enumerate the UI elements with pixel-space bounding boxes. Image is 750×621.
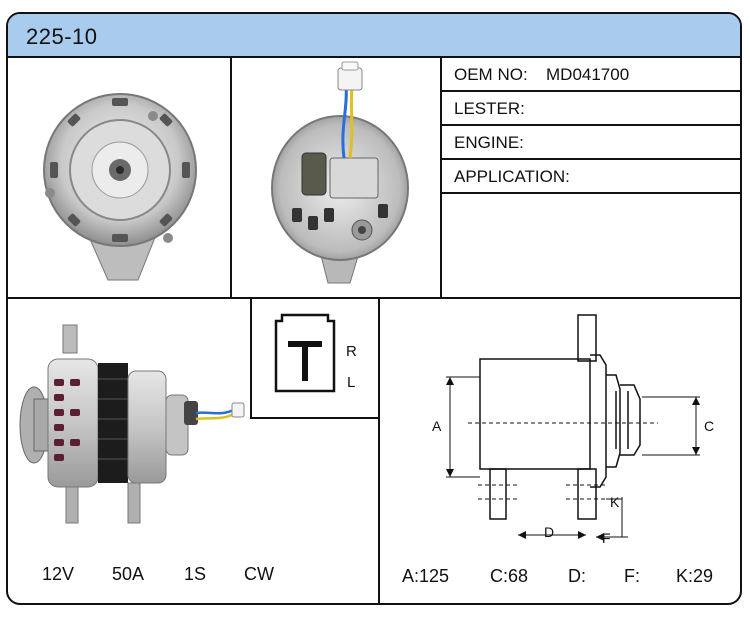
- plug-terminal-l: L: [347, 374, 356, 391]
- regulator-text: 1S: [184, 564, 207, 584]
- dim-k: K:29: [676, 566, 713, 587]
- alternator-rear-view-image: [271, 61, 409, 284]
- dim-label-d: D: [544, 524, 555, 540]
- plug-box-left: [250, 299, 252, 419]
- spec-row-lester: LESTER:: [442, 92, 740, 126]
- dim-a: A:125: [402, 566, 449, 587]
- engine-label: ENGINE:: [454, 133, 524, 152]
- spec-row-oem: OEM NO: MD041700: [442, 58, 740, 92]
- spec-row-application: APPLICATION:: [442, 160, 740, 194]
- dim-label-c: C: [704, 418, 715, 434]
- dim-c-value: 68: [508, 566, 529, 586]
- plug-terminal-r: R: [346, 343, 357, 360]
- dim-d: D:: [568, 566, 586, 587]
- grid-divider-horizontal: [8, 297, 740, 299]
- voltage-text: 12V: [42, 564, 75, 584]
- plug-box-bottom: [250, 417, 380, 419]
- oem-value: MD041700: [546, 65, 630, 84]
- dim-a-value: 125: [419, 566, 450, 586]
- part-number-title: 225-10: [26, 24, 98, 49]
- dim-f-label: F:: [624, 566, 640, 586]
- grid-divider-vertical-3: [378, 299, 380, 603]
- dim-c-label: C:: [490, 566, 508, 586]
- dim-label-a: A: [432, 418, 442, 434]
- alternator-side-view-image: [19, 324, 245, 524]
- dim-k-value: 29: [693, 566, 714, 586]
- dim-f: F:: [624, 566, 640, 587]
- grid-divider-vertical-2: [440, 58, 442, 299]
- plug-connector-diagram: [274, 313, 336, 393]
- dim-label-f: F: [602, 530, 611, 546]
- grid-divider-vertical-1: [230, 58, 232, 299]
- application-label: APPLICATION:: [454, 167, 570, 186]
- dim-a-label: A:: [402, 566, 420, 586]
- spec-row-engine: ENGINE:: [442, 126, 740, 160]
- oem-label: OEM NO:: [454, 65, 528, 84]
- rotation-text: CW: [244, 564, 274, 584]
- dim-label-k: K: [610, 494, 620, 510]
- lester-label: LESTER:: [454, 99, 525, 118]
- dim-c: C:68: [490, 566, 528, 587]
- dim-d-label: D:: [568, 566, 586, 586]
- amperage-text: 50A: [112, 564, 145, 584]
- header-bar: 225-10: [8, 14, 740, 58]
- product-card: 225-10 OEM NO: MD041700 LESTER: ENGINE: …: [6, 12, 742, 605]
- alternator-front-view-image: [43, 93, 197, 281]
- dim-k-label: K:: [676, 566, 694, 586]
- dimension-diagram: [446, 314, 700, 541]
